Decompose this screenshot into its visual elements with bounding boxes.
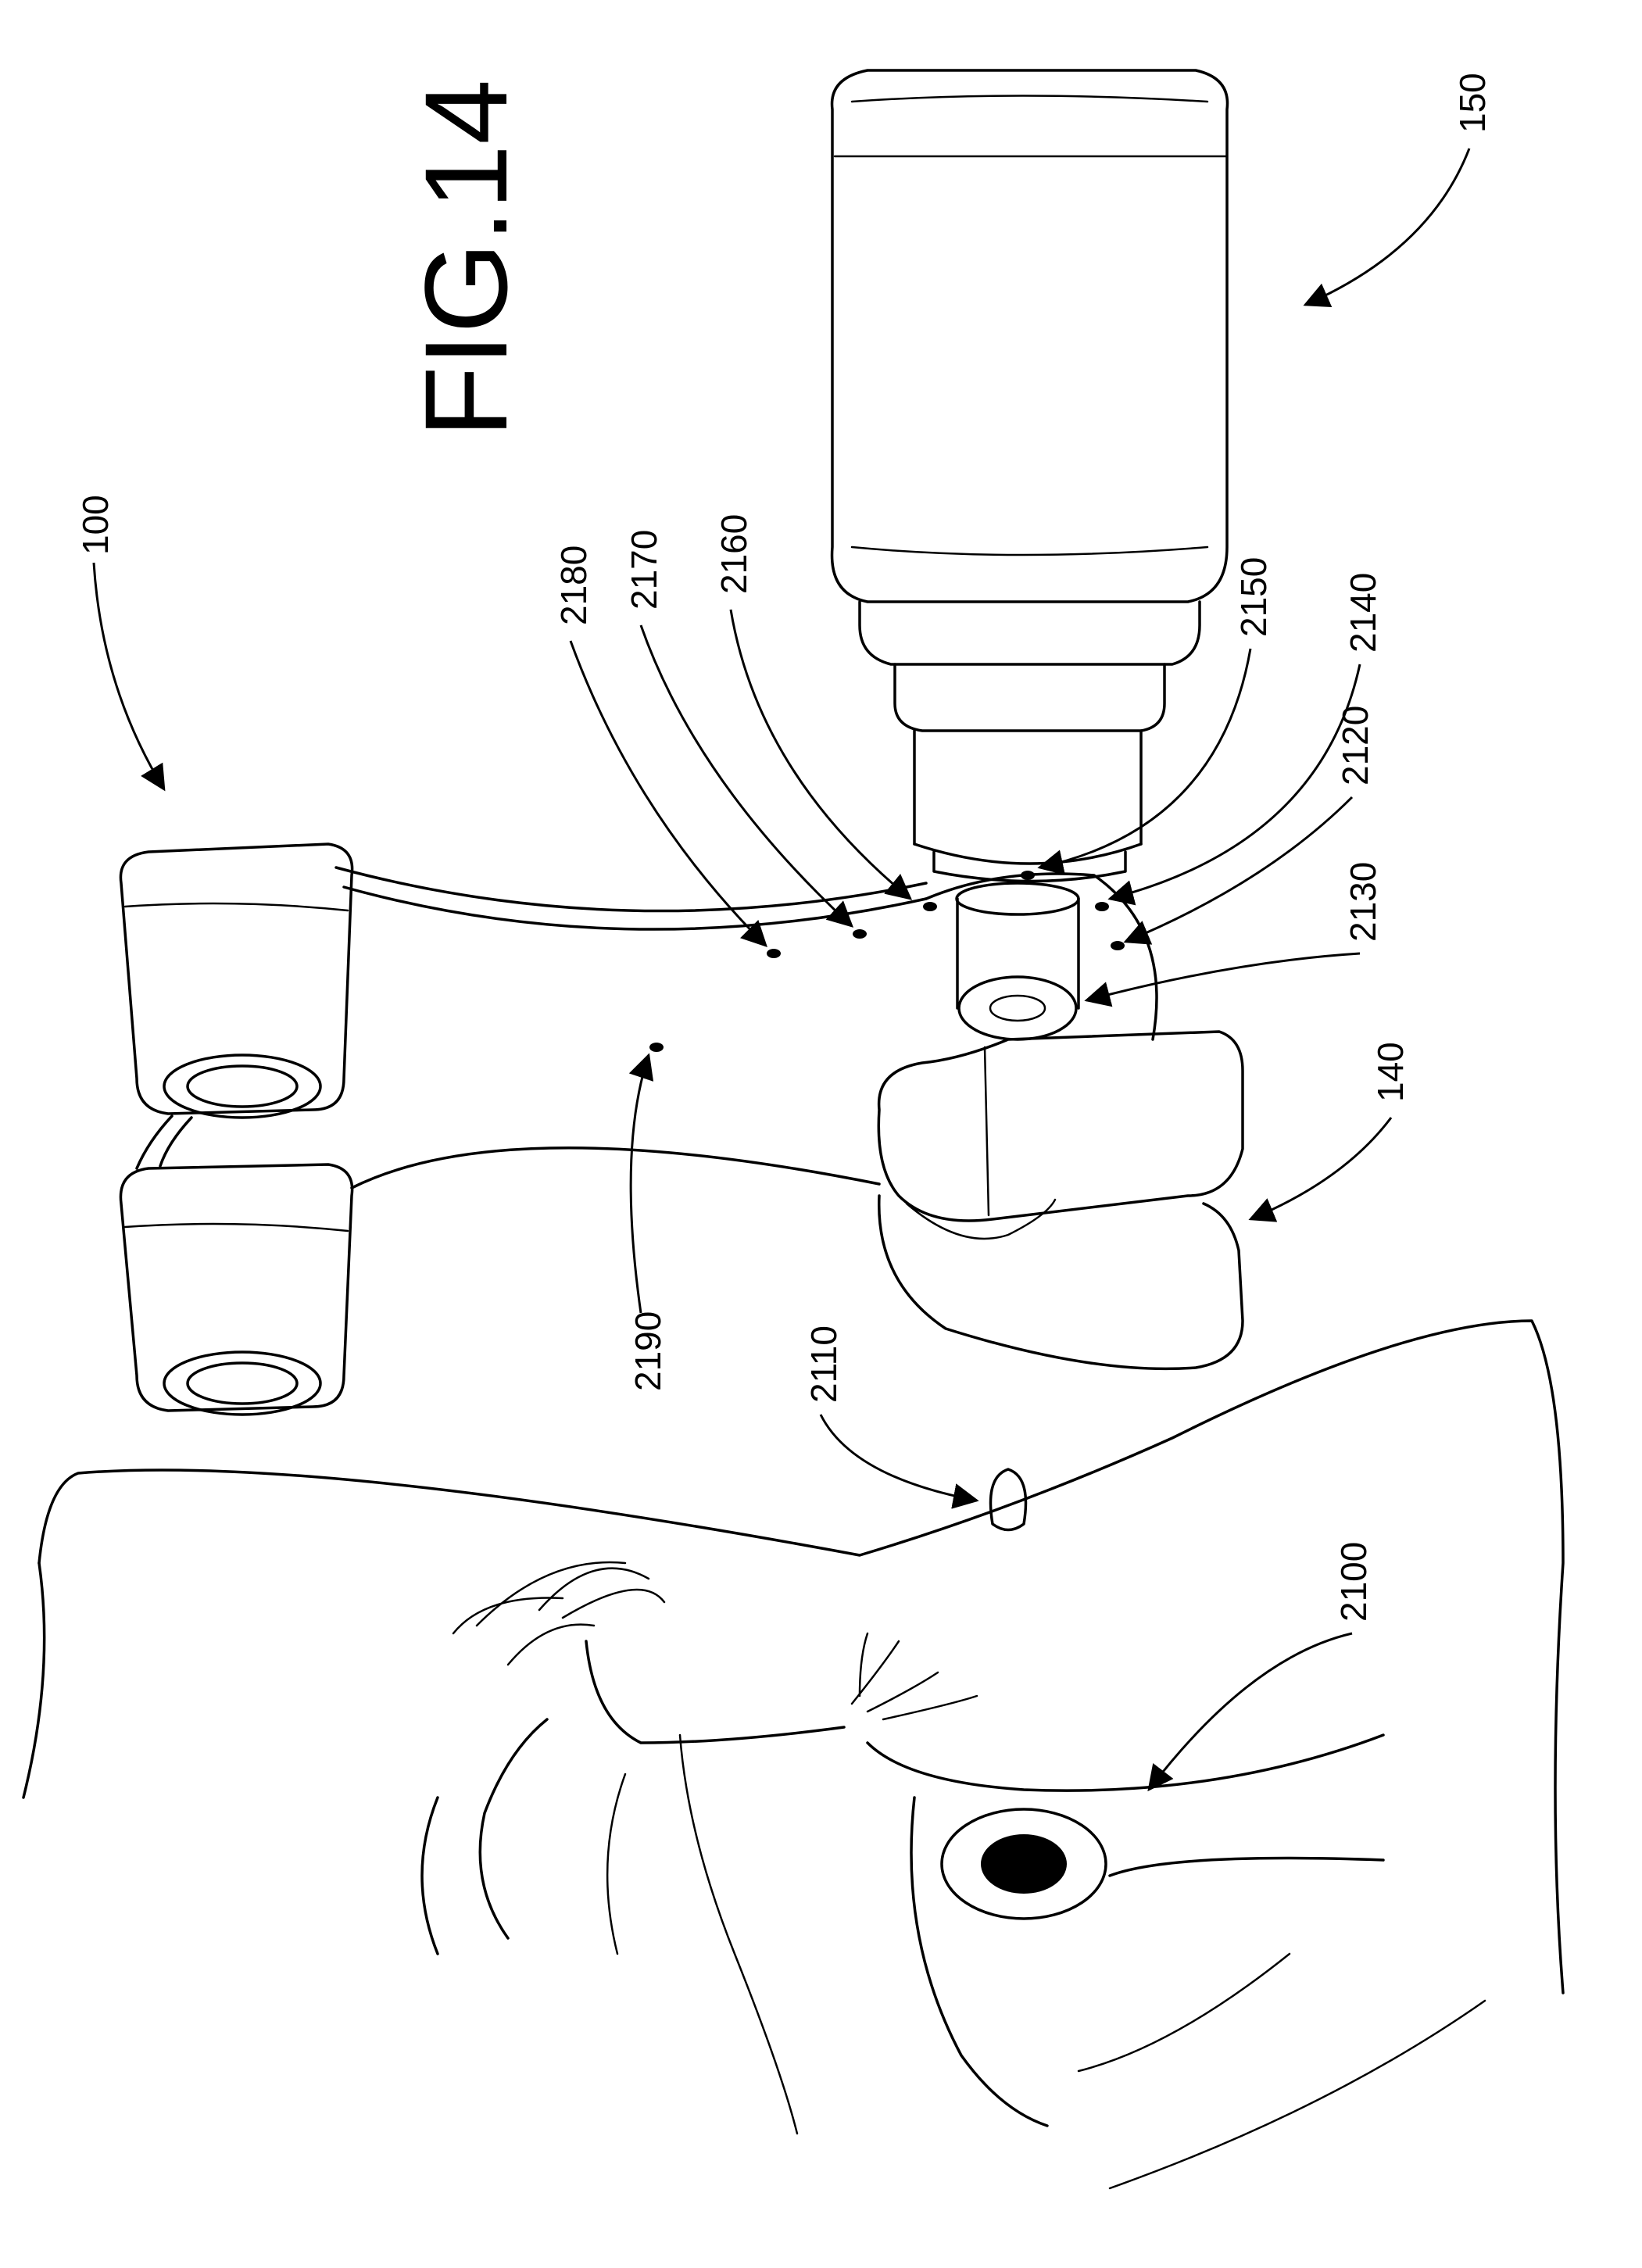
leader-lines [94, 148, 1469, 1790]
face-illustration-2100 [23, 1321, 1563, 2188]
label-2150: 2150 [1233, 557, 1274, 637]
bottle-150 [832, 70, 1228, 882]
label-2130: 2130 [1343, 862, 1383, 942]
label-140: 140 [1370, 1042, 1411, 1102]
figure-title: FIG.14 [400, 80, 531, 438]
reference-numerals: 100 150 140 2100 2110 2190 2180 2170 216… [75, 73, 1493, 1622]
label-2180: 2180 [553, 546, 594, 625]
label-2100: 2100 [1333, 1542, 1374, 1622]
label-2140: 2140 [1343, 573, 1383, 653]
label-2190: 2190 [628, 1311, 668, 1391]
applicator-head-140 [878, 874, 1243, 1368]
label-100: 100 [75, 495, 116, 555]
label-150: 150 [1452, 73, 1493, 133]
label-2170: 2170 [624, 530, 664, 610]
label-2120: 2120 [1335, 706, 1375, 785]
label-2110: 2110 [803, 1325, 844, 1403]
label-2160: 2160 [714, 514, 754, 594]
pupil [981, 1834, 1067, 1894]
